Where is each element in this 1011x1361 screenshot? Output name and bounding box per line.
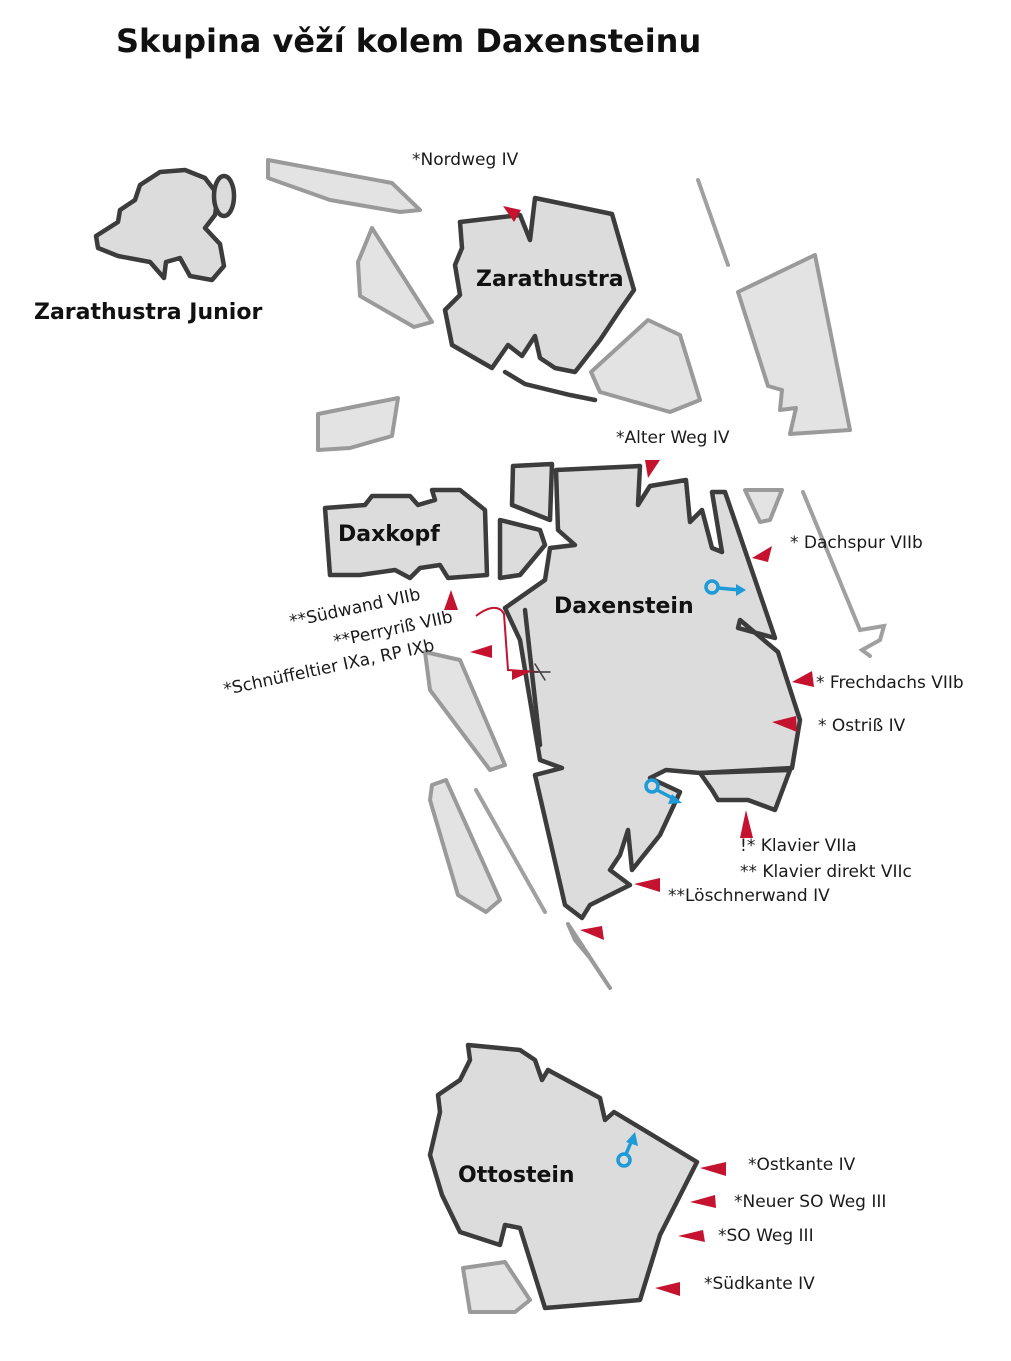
daxkopf-name: Daxkopf bbox=[338, 522, 440, 547]
minor-rock-10 bbox=[428, 778, 502, 914]
ottostein-rock bbox=[427, 1042, 700, 1311]
rappel-arrowhead-icon bbox=[626, 1132, 638, 1146]
suedkante-marker bbox=[655, 1282, 680, 1296]
daxenstein-name: Daxenstein bbox=[554, 594, 694, 619]
minor-rock-9 bbox=[423, 650, 507, 772]
rappel-ring-icon bbox=[644, 778, 660, 794]
frechdachs-marker bbox=[792, 671, 814, 687]
zarathustra-rock bbox=[442, 195, 637, 375]
minor-rock-2 bbox=[356, 226, 434, 329]
klavier-marker bbox=[740, 810, 753, 838]
rappel-arrowhead-icon bbox=[668, 794, 682, 804]
ostriss-marker bbox=[772, 716, 797, 732]
perryriss-marker bbox=[470, 645, 492, 658]
route-ostriss: * Ostriß IV bbox=[818, 716, 906, 736]
perryriss-line bbox=[475, 606, 539, 673]
daxenstein-chimney bbox=[522, 607, 543, 748]
minor-rock-11 bbox=[474, 788, 547, 914]
rappel-anchor-2 bbox=[644, 778, 682, 804]
minor-rock-4 bbox=[589, 318, 702, 414]
loeschnerwand-marker bbox=[634, 878, 660, 892]
route-suedkante: *Südkante IV bbox=[704, 1274, 815, 1294]
dachspur-marker bbox=[752, 546, 772, 562]
minor-rock-6 bbox=[736, 253, 852, 436]
daxenstein-se-block bbox=[697, 767, 793, 813]
route-neuer-so-weg: *Neuer SO Weg III bbox=[734, 1192, 887, 1212]
zarathustra-name: Zarathustra bbox=[476, 267, 624, 292]
route-markers bbox=[444, 206, 814, 1296]
ostkante-marker bbox=[700, 1162, 726, 1176]
daxkopf-rock bbox=[322, 487, 490, 581]
alter-weg-marker bbox=[645, 460, 660, 478]
daxkopf-east-block bbox=[497, 517, 548, 581]
route-loeschnerwand: **Löschnerwand IV bbox=[668, 886, 830, 906]
minor-rock-7 bbox=[743, 488, 784, 524]
route-dachspur: * Dachspur VIIb bbox=[790, 533, 923, 553]
route-nordweg: *Nordweg IV bbox=[412, 150, 519, 170]
ottostein-name: Ottostein bbox=[458, 1163, 575, 1188]
rappel-anchor-3 bbox=[616, 1132, 638, 1168]
zarathustra-lower-ledge bbox=[502, 369, 598, 403]
so-weg-marker bbox=[678, 1230, 705, 1242]
route-frechdachs: * Frechdachs VIIb bbox=[816, 673, 964, 693]
minor-rock-8 bbox=[801, 490, 887, 658]
map-title: Skupina věží kolem Daxensteinu bbox=[116, 22, 702, 60]
anchor-mark bbox=[529, 663, 551, 681]
neuer-so-weg-marker bbox=[690, 1195, 716, 1208]
daxenstein-rock bbox=[502, 463, 803, 921]
minor-rock-5 bbox=[696, 178, 730, 267]
minor-rock-1 bbox=[266, 158, 422, 214]
route-klavier: !* Klavier VIIa bbox=[740, 836, 857, 856]
rappel-anchor-1 bbox=[704, 579, 746, 596]
rappel-ring-icon bbox=[616, 1152, 632, 1168]
minor-rock-13 bbox=[461, 1260, 532, 1314]
minor-rocks bbox=[266, 158, 887, 1314]
route-klavier-direkt: ** Klavier direkt VIIc bbox=[740, 862, 912, 882]
suedwand-marker bbox=[444, 590, 458, 610]
nordweg-marker bbox=[503, 206, 521, 222]
minor-rock-12 bbox=[566, 922, 612, 990]
rappel-arrowhead-icon bbox=[736, 584, 746, 596]
daxenstein-nw-block bbox=[509, 461, 555, 523]
zarathustra-junior-pinnacle bbox=[211, 173, 237, 219]
route-so-weg: *SO Weg III bbox=[718, 1226, 814, 1246]
route-ostkante: *Ostkante IV bbox=[748, 1155, 856, 1175]
loeschnerwand-lower-marker bbox=[580, 926, 604, 940]
zarathustra-junior-name: Zarathustra Junior bbox=[34, 300, 263, 325]
zarathustra-junior-rock bbox=[93, 167, 227, 283]
schnueffeltier-marker bbox=[512, 670, 530, 680]
minor-rock-3 bbox=[316, 396, 400, 452]
route-alter-weg: *Alter Weg IV bbox=[616, 428, 730, 448]
